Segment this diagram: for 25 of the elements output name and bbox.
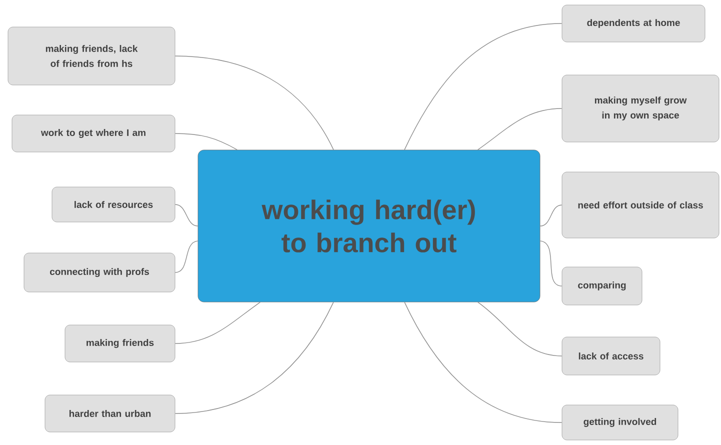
connector-line — [540, 204, 562, 226]
connector-line — [540, 240, 562, 286]
connector-line — [174, 133, 238, 150]
topic-box: lack of access — [562, 336, 660, 376]
topic-box: lack of resources — [52, 186, 176, 222]
central-topic-box: working hard(er) to branch out — [198, 150, 540, 302]
connector-line — [404, 302, 562, 423]
topic-box: making friends — [64, 324, 176, 362]
topic-box: connecting with profs — [24, 252, 176, 292]
topic-box: getting involved — [562, 404, 678, 440]
connector-line — [174, 56, 334, 150]
topic-box: need effort outside of class — [562, 172, 720, 238]
topic-box: comparing — [562, 266, 642, 306]
connector-line — [477, 108, 562, 150]
connector-line — [174, 302, 261, 344]
connector-line — [404, 23, 562, 150]
connector-line — [174, 204, 198, 226]
topic-box: harder than urban — [44, 394, 176, 432]
topic-box: making friends, lack of friends from hs — [8, 26, 176, 86]
topic-box: dependents at home — [562, 4, 706, 42]
topic-box: work to get where I am — [12, 114, 176, 152]
connector-line — [174, 240, 198, 273]
connector-line — [174, 302, 334, 414]
topic-box: making myself grow in my own space — [562, 74, 720, 142]
connector-line — [477, 302, 562, 356]
